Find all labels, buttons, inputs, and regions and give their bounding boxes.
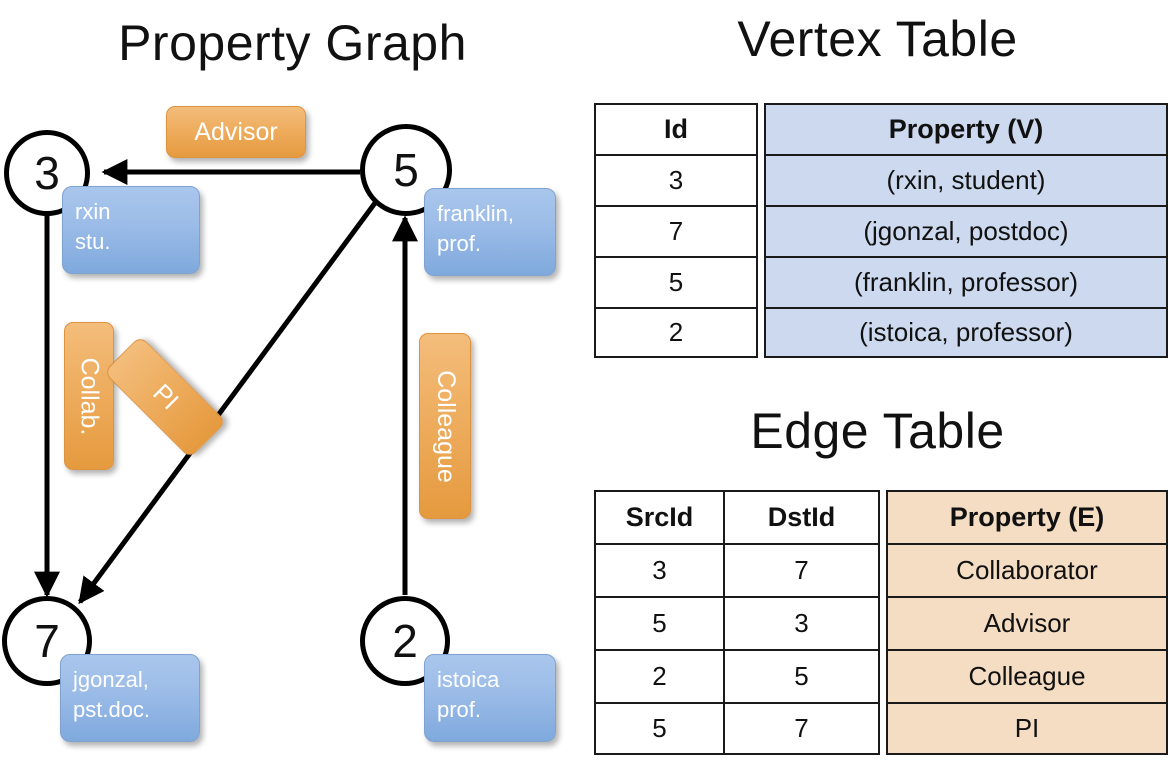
edge-table: SrcId 3 5 2 5 DstId 7 3 5 7 Property (E)… (594, 490, 1168, 755)
edge-table-column-property: Property (E) Collaborator Advisor Collea… (886, 490, 1168, 755)
table-cell: 2 (594, 649, 725, 702)
vertex-property-box-franklin[interactable]: franklin, prof. (424, 188, 556, 276)
table-cell: 7 (594, 205, 758, 256)
edge-label-colleague[interactable]: Colleague (419, 333, 471, 519)
edge-line-pi (77, 201, 378, 605)
table-cell: 5 (594, 702, 725, 755)
vertex-table-column-property: Property (V) (rxin, student) (jgonzal, p… (764, 103, 1168, 358)
table-cell: (franklin, professor) (764, 256, 1168, 307)
vertex-property-box-istoica[interactable]: istoica prof. (424, 654, 556, 742)
graph-node-5[interactable]: 5 (360, 124, 452, 216)
vertex-table: Id 3 7 5 2 Property (V) (rxin, student) … (594, 103, 1168, 358)
graph-node-5-label: 5 (393, 144, 419, 196)
table-cell: (rxin, student) (764, 154, 1168, 205)
table-cell: Advisor (886, 596, 1168, 649)
graph-node-2-label: 2 (392, 615, 418, 667)
vertex-property-jgonzal-line1: jgonzal, (73, 667, 149, 692)
edge-table-column-srcid: SrcId 3 5 2 5 (594, 490, 725, 755)
page-title-vertex-table: Vertex Table (737, 11, 1018, 67)
edge-label-advisor[interactable]: Advisor (166, 106, 306, 158)
edge-label-pi-text: PI (147, 378, 184, 415)
table-cell: PI (886, 702, 1168, 755)
graph-node-3-label: 3 (34, 147, 60, 199)
edge-table-header-property: Property (E) (886, 490, 1168, 543)
edge-table-header-srcid: SrcId (594, 490, 725, 543)
vertex-property-franklin-line2: prof. (437, 231, 482, 256)
table-cell: (jgonzal, postdoc) (764, 205, 1168, 256)
vertex-property-istoica-line2: prof. (437, 697, 482, 722)
table-cell: 3 (594, 154, 758, 205)
vertex-property-rxin-line2: stu. (75, 229, 111, 254)
vertex-property-jgonzal-line2: pst.doc. (73, 697, 151, 722)
page-title-edge-table: Edge Table (750, 403, 1005, 459)
vertex-table-header-property: Property (V) (764, 103, 1168, 154)
table-cell: 5 (594, 256, 758, 307)
property-graph-diagram: 3 5 7 2 rxin stu. franklin, prof. jgonza… (0, 80, 585, 760)
vertex-property-franklin-line1: franklin, (437, 201, 515, 226)
edge-label-colleague-text: Colleague (431, 369, 460, 483)
table-cell: 5 (594, 596, 725, 649)
table-cell: 3 (723, 596, 880, 649)
graph-node-7-label: 7 (34, 615, 60, 667)
vertex-property-istoica-line1: istoica (437, 667, 500, 692)
table-cell: 2 (594, 307, 758, 358)
vertex-property-box-rxin[interactable]: rxin stu. (62, 186, 200, 274)
table-cell: (istoica, professor) (764, 307, 1168, 358)
edge-label-collab[interactable]: Collab. (64, 322, 114, 470)
edge-label-advisor-text: Advisor (194, 117, 278, 146)
edge-table-header-dstid: DstId (723, 490, 880, 543)
vertex-table-column-id: Id 3 7 5 2 (594, 103, 758, 358)
table-cell: 3 (594, 543, 725, 596)
graph-edges-svg (34, 159, 418, 605)
table-cell: Collaborator (886, 543, 1168, 596)
edge-label-collab-text: Collab. (75, 357, 104, 435)
table-cell: Colleague (886, 649, 1168, 702)
vertex-property-box-jgonzal[interactable]: jgonzal, pst.doc. (60, 654, 200, 742)
vertex-property-rxin-line1: rxin (75, 199, 111, 224)
page-title-property-graph: Property Graph (118, 15, 467, 71)
graph-node-3[interactable]: 3 (4, 130, 90, 216)
table-cell: 7 (723, 543, 880, 596)
table-cell: 7 (723, 702, 880, 755)
table-cell: 5 (723, 649, 880, 702)
vertex-table-header-id: Id (594, 103, 758, 154)
edge-table-column-dstid: DstId 7 3 5 7 (723, 490, 880, 755)
